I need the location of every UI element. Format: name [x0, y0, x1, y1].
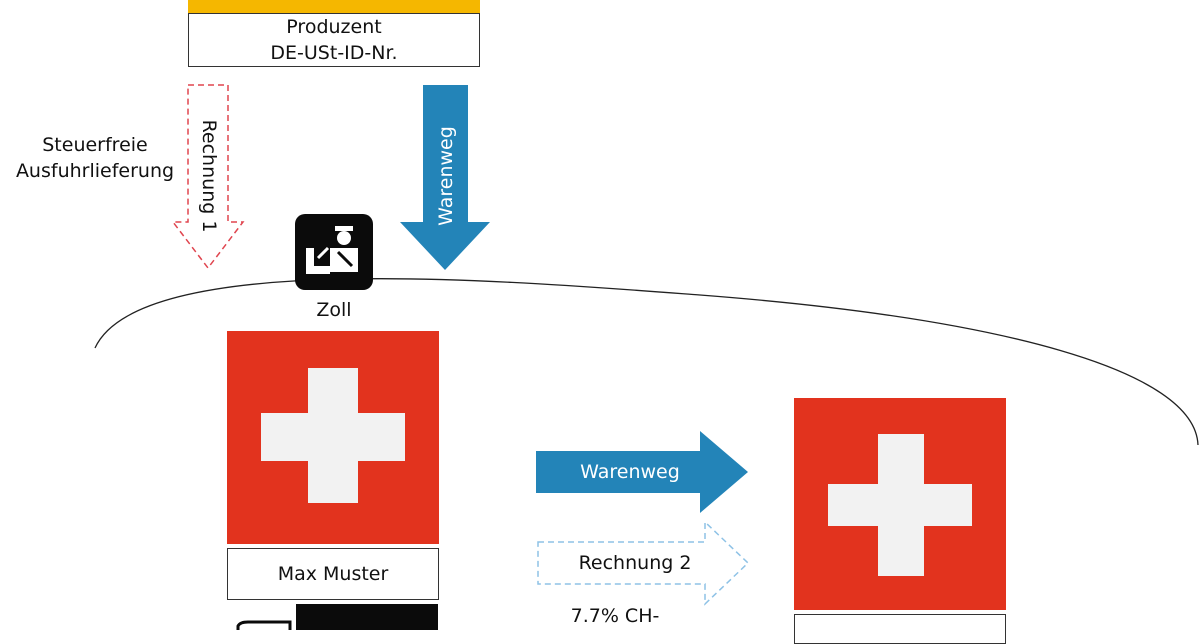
swiss-flag-left — [227, 331, 439, 544]
invoice-1-arrow — [171, 84, 245, 270]
customs-label: Zoll — [316, 299, 352, 321]
invoice-2-label: Rechnung 2 — [578, 552, 692, 574]
producer-vat-id: DE-USt-ID-Nr. — [270, 42, 398, 64]
invoice-2-arrow — [537, 520, 750, 606]
invoice-1-label: Rechnung 1 — [198, 119, 220, 233]
border-arc — [94, 278, 1199, 446]
vat-note: 7.7% CH- — [570, 605, 660, 627]
producer-header-bar — [188, 0, 480, 13]
customs-officer-icon — [295, 214, 373, 290]
goods-arrow-right — [536, 431, 748, 513]
truck-icon — [236, 604, 438, 630]
goods-down-label: Warenweg — [435, 126, 457, 226]
note-line-2: Ausfuhrlieferung — [15, 160, 175, 182]
goods-right-label: Warenweg — [580, 461, 680, 483]
goods-arrow-down — [400, 85, 490, 270]
recipient-box — [794, 614, 1006, 644]
tax-free-export-note: Steuerfreie Ausfuhrlieferung — [10, 132, 180, 184]
producer-box: Produzent DE-USt-ID-Nr. — [188, 13, 480, 67]
producer-name: Produzent — [286, 16, 382, 38]
swiss-flag-right — [794, 398, 1006, 610]
note-line-1: Steuerfreie — [42, 134, 148, 156]
diagram-canvas — [94, 0, 1199, 630]
max-muster-box: Max Muster — [227, 548, 439, 600]
